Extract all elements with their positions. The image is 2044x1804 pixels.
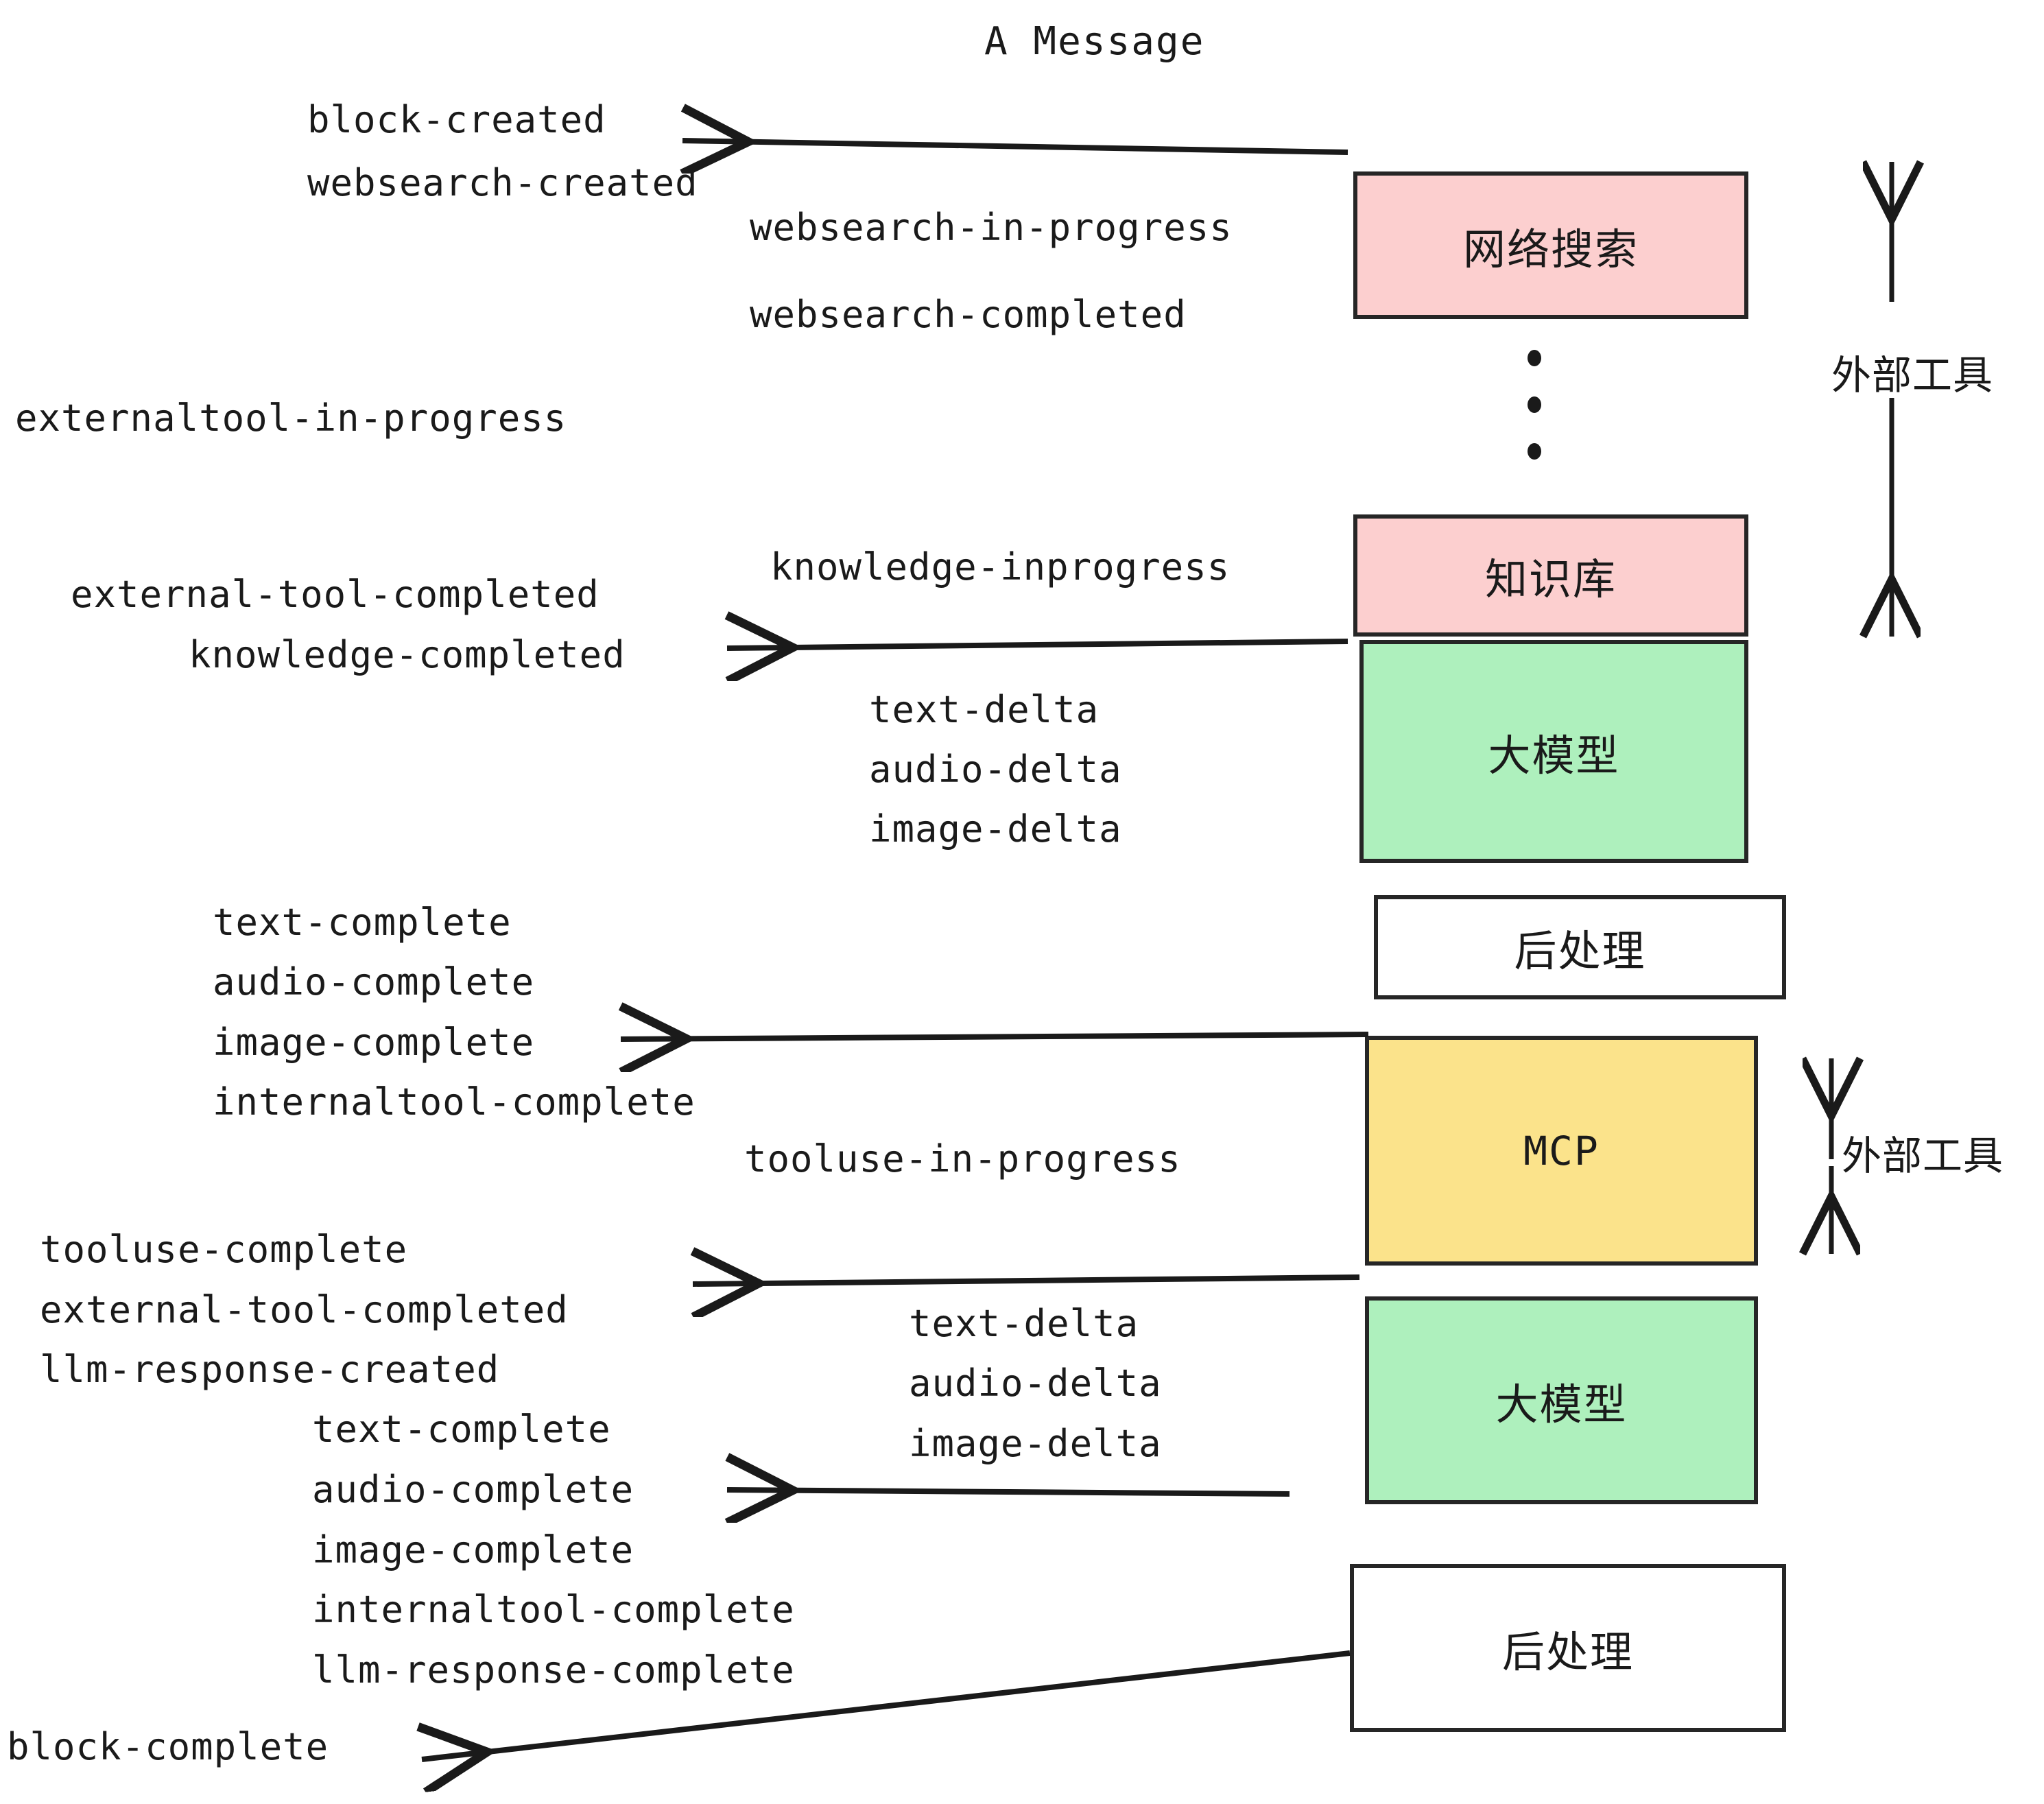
event-externaltool-in-progress: externaltool-in-progress [15,396,567,440]
event-tooluse-in-progress: tooluse-in-progress [744,1137,1181,1180]
node-postprocess-2[interactable]: 后处理 [1350,1564,1786,1732]
node-knowledge-label: 知识库 [1484,554,1617,604]
node-postprocess-1-label: 后处理 [1514,926,1646,976]
event-external-tool-completed-1: external-tool-completed [71,573,599,616]
event-text-delta-2: text-delta [909,1302,1139,1345]
side-label-external-tools-bottom: 外部工具 [1842,1132,2004,1179]
event-image-complete-2: image-complete [312,1528,634,1571]
node-llm-2-label: 大模型 [1495,1379,1628,1429]
event-websearch-created: websearch-created [307,161,698,204]
event-audio-delta-1: audio-delta [869,748,1122,791]
arrow-mcp-to-tooluse-complete [693,1277,1360,1284]
event-image-delta-1: image-delta [869,807,1122,851]
node-postprocess-2-label: 后处理 [1501,1626,1634,1677]
node-postprocess-1[interactable]: 后处理 [1374,895,1786,999]
event-image-complete-1: image-complete [213,1021,535,1064]
event-knowledge-completed: knowledge-completed [189,633,626,676]
event-audio-delta-2: audio-delta [909,1362,1162,1405]
node-llm-1-label: 大模型 [1488,730,1620,781]
event-text-complete-1: text-complete [213,901,512,944]
page-title: A Message [984,19,1205,64]
event-llm-response-created: llm-response-created [40,1348,500,1391]
event-audio-complete-1: audio-complete [213,960,535,1004]
node-websearch-label: 网络搜索 [1462,224,1639,274]
arrow-post1-to-image-complete [621,1034,1369,1039]
side-label-external-tools-top: 外部工具 [1831,352,1994,399]
event-external-tool-completed-2: external-tool-completed [40,1288,569,1331]
event-tooluse-complete: tooluse-complete [40,1228,408,1271]
event-image-delta-2: image-delta [909,1422,1162,1465]
event-knowledge-inprogress: knowledge-inprogress [770,545,1231,589]
event-audio-complete-2: audio-complete [312,1468,634,1511]
event-block-complete: block-complete [7,1725,329,1768]
event-llm-response-complete: llm-response-complete [312,1648,795,1692]
event-block-created: block-created [307,98,606,141]
dot-1 [1528,350,1541,366]
node-llm-2[interactable]: 大模型 [1365,1296,1758,1504]
event-text-delta-1: text-delta [869,688,1100,731]
arrow-websearch-to-created [682,141,1348,152]
event-text-complete-2: text-complete [312,1408,611,1451]
dot-3 [1528,443,1541,460]
node-knowledge[interactable]: 知识库 [1353,514,1748,637]
ellipsis-dots [1526,350,1543,460]
node-websearch[interactable]: 网络搜索 [1353,171,1748,319]
event-websearch-in-progress: websearch-in-progress [750,206,1233,249]
arrow-llm2-to-audio-complete [727,1490,1290,1494]
arrow-knowledge-to-completed [727,641,1348,648]
event-internaltool-complete-2: internaltool-complete [312,1588,795,1631]
event-internaltool-complete-1: internaltool-complete [213,1080,696,1124]
node-mcp-label: MCP [1523,1127,1600,1174]
node-mcp[interactable]: MCP [1365,1036,1758,1266]
dot-2 [1528,396,1541,413]
event-websearch-completed: websearch-completed [750,293,1187,336]
node-llm-1[interactable]: 大模型 [1359,640,1748,863]
